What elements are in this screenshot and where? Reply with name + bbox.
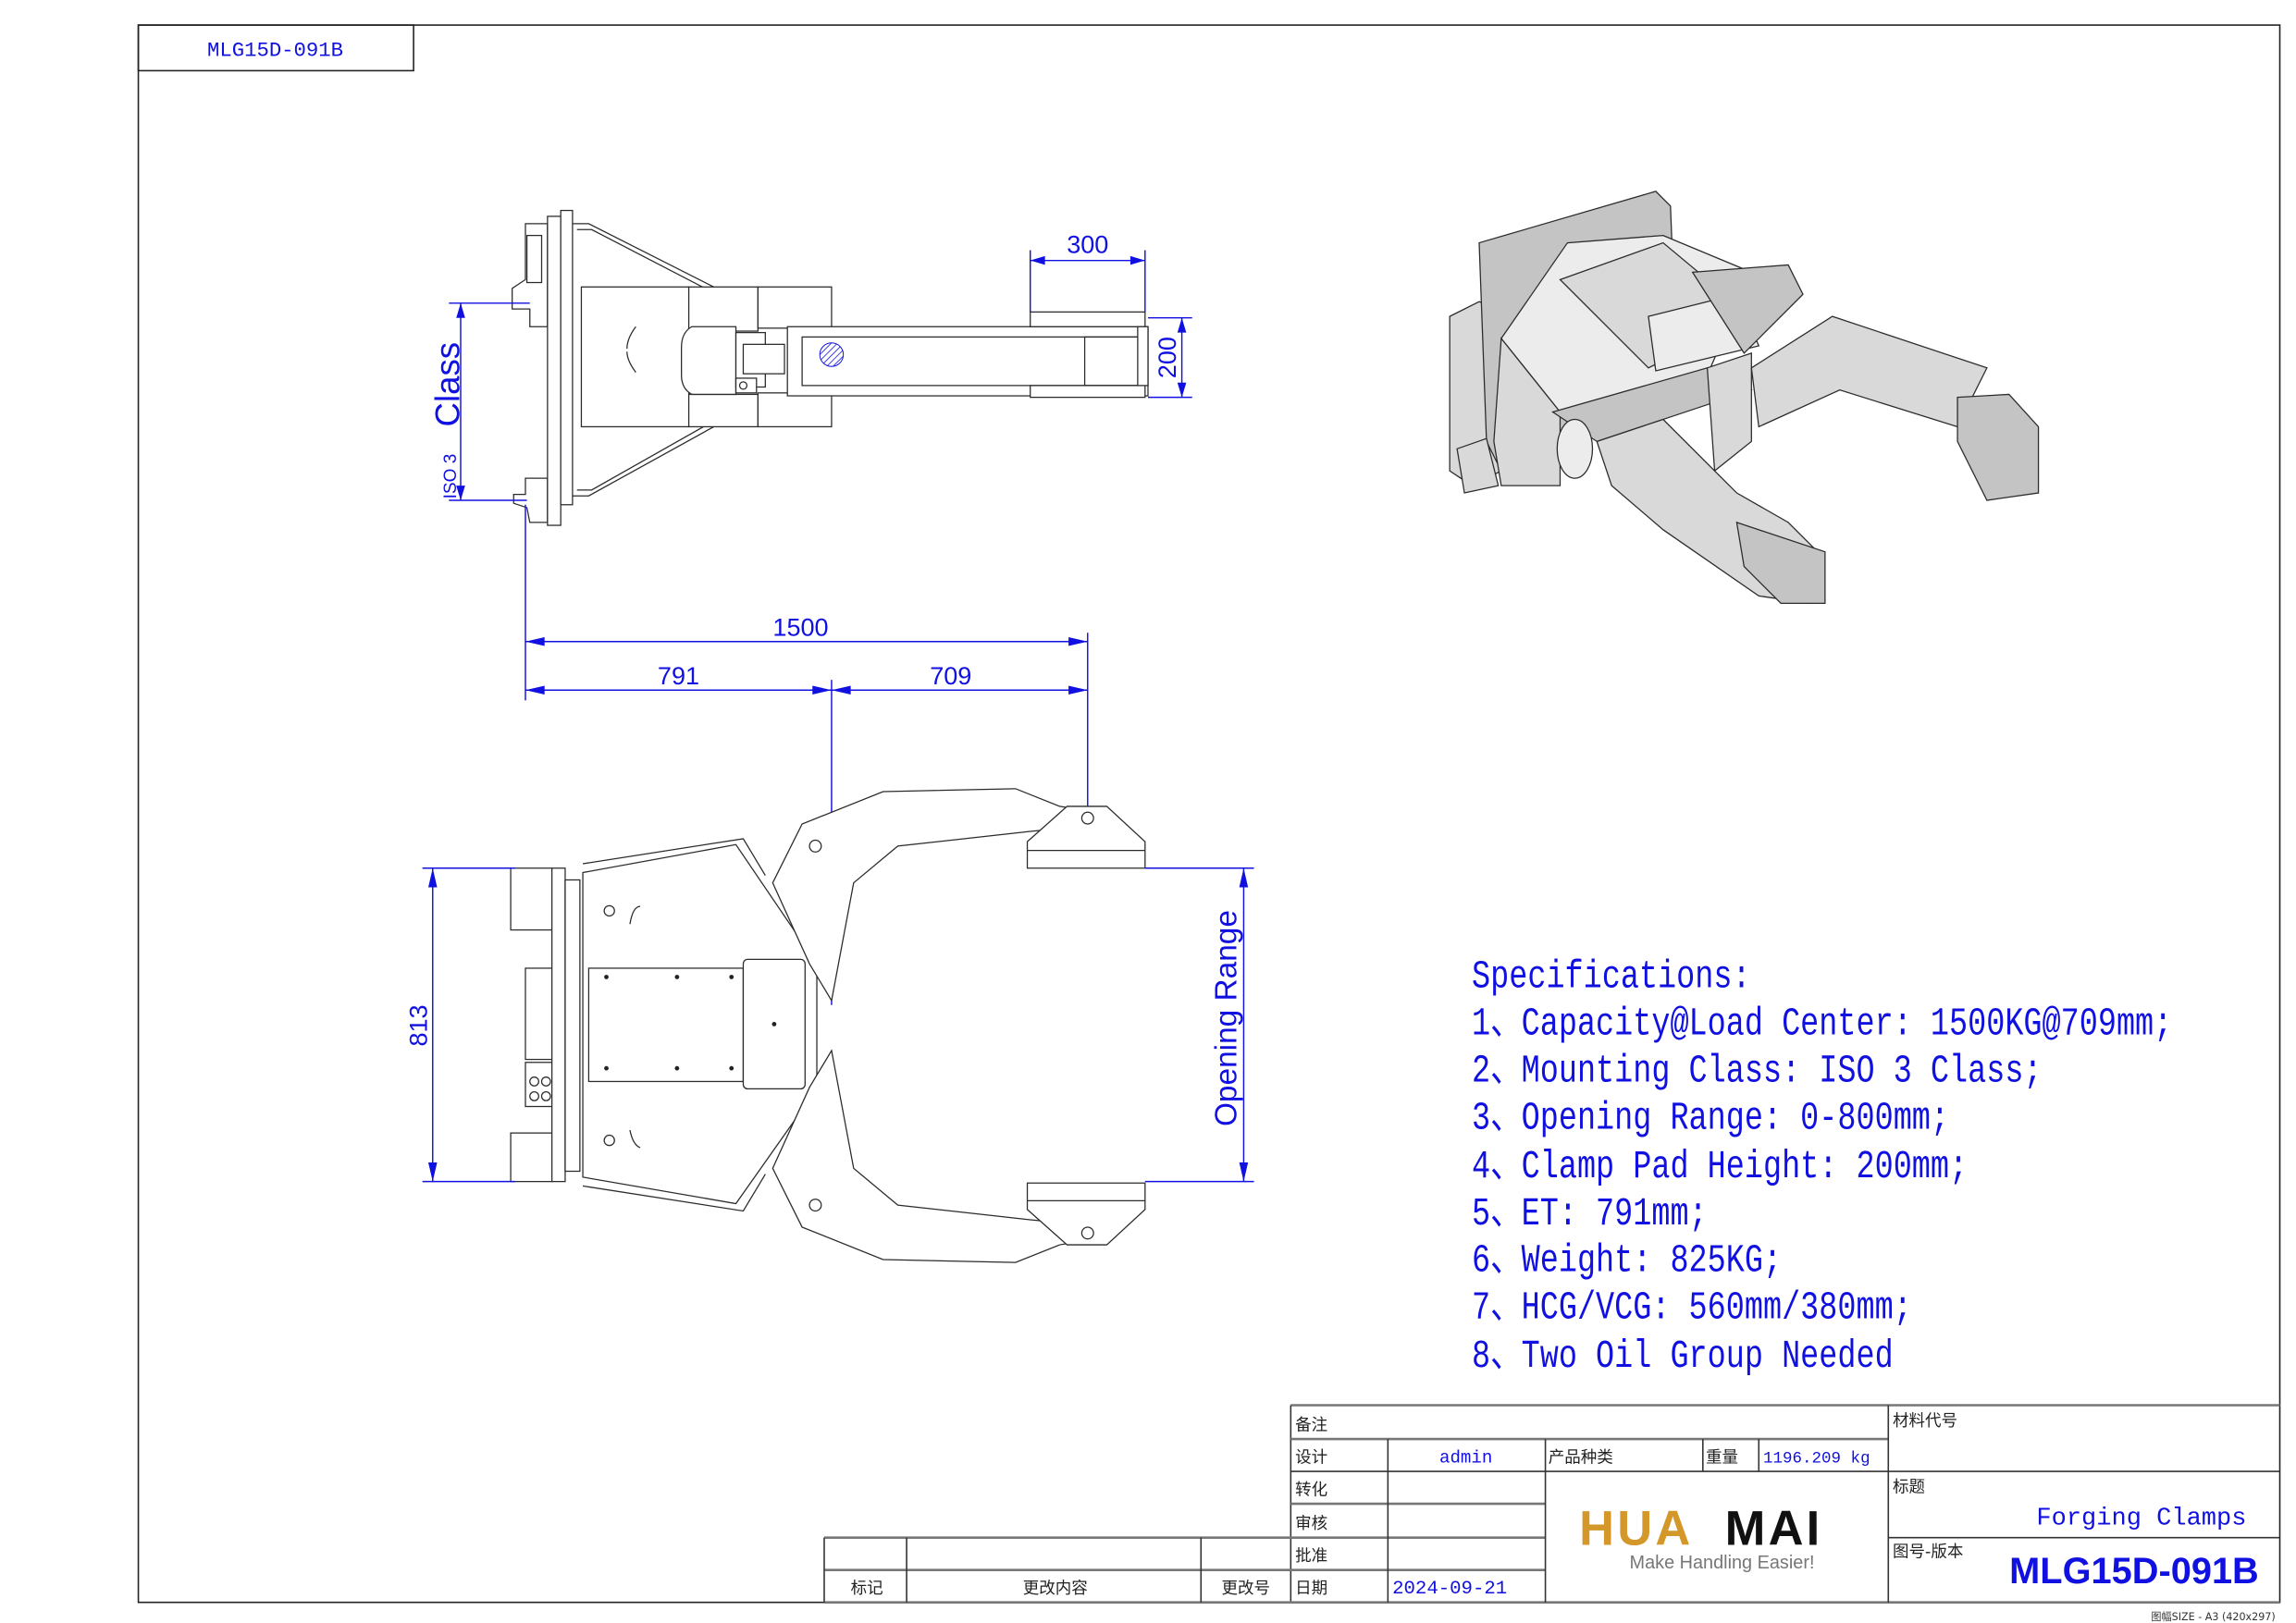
dimension-iso-class: ISO 3 Class [428,302,530,501]
weight-value: 1196.209 kg [1763,1450,1870,1469]
title-block: 备注 设计 admin 产品种类 重量 1196.209 kg 转化 审核 批准… [823,1404,2280,1604]
plan-view: 813 Opening Range [404,788,1254,1263]
spec-item: 2、Mounting Class: ISO 3 Class; [1472,1049,2043,1094]
spec-item: 3、Opening Range: 0-800mm; [1472,1096,1949,1141]
sheet-border [137,24,2281,1604]
svg-text:更改内容: 更改内容 [1023,1580,1088,1598]
spec-item: 4、Clamp Pad Height: 200mm; [1472,1144,1968,1189]
isometric-view [1449,191,2040,605]
spec-item: 5、ET: 791mm; [1472,1191,1708,1236]
svg-text:MAI: MAI [1725,1502,1823,1556]
sheet-size-note: 图幅SIZE - A3 (420x297) [2151,1611,2275,1623]
dimension-1500: 1500 [525,613,1088,646]
svg-text:HUA: HUA [1579,1502,1693,1556]
spec-item: 7、HCG/VCG: 560mm/380mm; [1472,1285,1912,1331]
top-view: 300 200 ISO 3 Class 1500 [428,209,1192,1005]
dimension-300: 300 [1030,231,1146,313]
drawing-number-value: MLG15D-091B [2009,1551,2259,1592]
svg-text:Make Handling Easier!: Make Handling Easier! [1630,1553,1815,1573]
svg-text:产品种类: 产品种类 [1549,1449,1613,1468]
svg-text:ISO 3: ISO 3 [441,454,461,499]
dimension-200: 200 [1148,316,1192,399]
drawing-title-value: Forging Clamps [2036,1504,2246,1532]
designer-value: admin [1439,1448,1492,1469]
svg-text:Opening Range: Opening Range [1209,910,1243,1126]
dimension-opening-range: Opening Range [1144,867,1254,1183]
spec-item: 6、Weight: 825KG; [1472,1238,1782,1284]
dimension-791: 791 [525,662,832,695]
svg-text:709: 709 [930,662,971,690]
drawing-tab-label: MLG15D-091B [207,39,343,63]
specifications: Specifications: 1、Capacity@Load Center: … [1472,954,2172,1380]
svg-text:300: 300 [1067,231,1108,259]
dimension-813: 813 [404,867,515,1183]
svg-text:转化: 转化 [1295,1482,1327,1500]
svg-text:更改号: 更改号 [1222,1580,1271,1598]
spec-title: Specifications: [1472,954,1751,1000]
spec-item: 1、Capacity@Load Center: 1500KG@709mm; [1472,1002,2172,1047]
date-value: 2024-09-21 [1392,1579,1507,1600]
svg-text:标题: 标题 [1893,1478,1925,1496]
dimension-709: 709 [831,662,1088,695]
svg-text:备注: 备注 [1295,1417,1327,1435]
svg-text:批准: 批准 [1295,1547,1327,1566]
svg-text:标记: 标记 [851,1580,883,1598]
svg-text:图号-版本: 图号-版本 [1893,1543,1963,1561]
svg-text:材料代号: 材料代号 [1893,1412,1957,1431]
svg-text:813: 813 [404,1004,432,1046]
svg-text:设计: 设计 [1295,1449,1327,1468]
huamai-logo: HUA MAI Make Handling Easier! [1579,1502,1823,1573]
center-of-gravity-mark [819,342,845,367]
svg-text:1500: 1500 [772,613,828,641]
spec-item: 8、Two Oil Group Needed [1472,1334,1894,1379]
svg-text:日期: 日期 [1295,1580,1327,1598]
svg-text:200: 200 [1154,337,1181,378]
drawing-tab-box [137,24,414,72]
svg-text:Class: Class [428,342,466,426]
svg-text:审核: 审核 [1295,1515,1327,1533]
svg-text:重量: 重量 [1706,1449,1738,1468]
svg-text:791: 791 [658,662,699,690]
